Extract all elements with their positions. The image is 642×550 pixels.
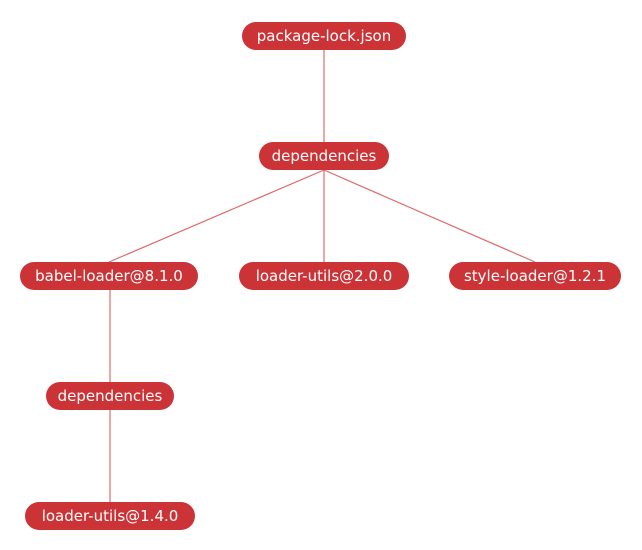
node-nested-dependencies: dependencies xyxy=(46,382,174,410)
edge-dependencies-style-loader xyxy=(323,169,536,263)
node-style-loader: style-loader@1.2.1 xyxy=(449,262,621,290)
node-loader-utils-1: loader-utils@1.4.0 xyxy=(25,502,195,530)
node-babel-loader: babel-loader@8.1.0 xyxy=(20,262,198,290)
node-package-lock-json: package-lock.json xyxy=(242,22,406,50)
node-dependencies: dependencies xyxy=(259,142,389,170)
node-loader-utils-2: loader-utils@2.0.0 xyxy=(239,262,409,290)
edge-dependencies-babel-loader xyxy=(108,169,325,263)
